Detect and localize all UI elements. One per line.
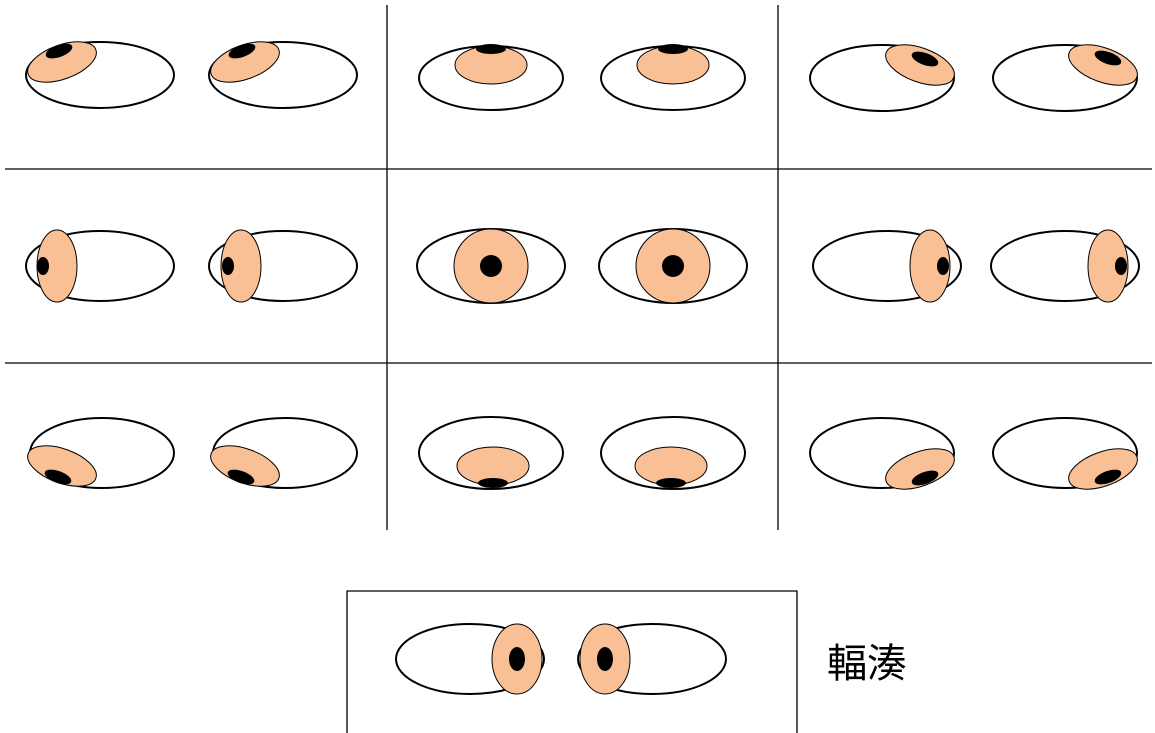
convergence-label: 輻湊 [827,641,907,687]
eye-left [26,230,174,302]
gaze-up-cell [419,44,745,110]
eye-left [417,229,565,303]
eye-right [993,37,1143,111]
pupil [656,478,686,488]
eye-right [205,34,357,108]
eye-right [578,624,726,694]
convergence-panel [347,591,797,733]
pupil [478,478,508,488]
eye-left [419,417,563,489]
gaze-down-right-cell [22,418,357,494]
pupil [597,647,613,671]
eye-left [396,624,544,694]
eye-left [22,418,174,494]
gaze-down-cell [419,417,745,489]
pupil [509,647,525,671]
eye-left [810,37,960,111]
pupil [658,44,688,54]
grid-lines [5,5,1152,530]
eye-left [419,44,563,110]
gaze-right-cell [26,230,357,302]
gaze-up-right-cell [22,34,357,108]
eye-right [205,418,357,494]
eye-right [601,417,745,489]
eye-left [810,418,960,497]
gaze-primary-cell [417,229,747,303]
gaze-up-left-cell [810,37,1143,111]
pupil [37,257,49,275]
eye-right [993,418,1143,497]
gaze-left-cell [813,230,1139,302]
eye-left [813,230,961,302]
eye-right [991,230,1139,302]
pupil [937,257,949,275]
pupil [480,255,502,277]
pupil [222,257,234,275]
eye-right [601,44,745,110]
eye-right [599,229,747,303]
pupil [476,44,506,54]
eye-right [209,230,357,302]
pupil [662,255,684,277]
eye-left [22,34,174,108]
gaze-down-left-cell [810,418,1143,497]
pupil [1115,257,1127,275]
